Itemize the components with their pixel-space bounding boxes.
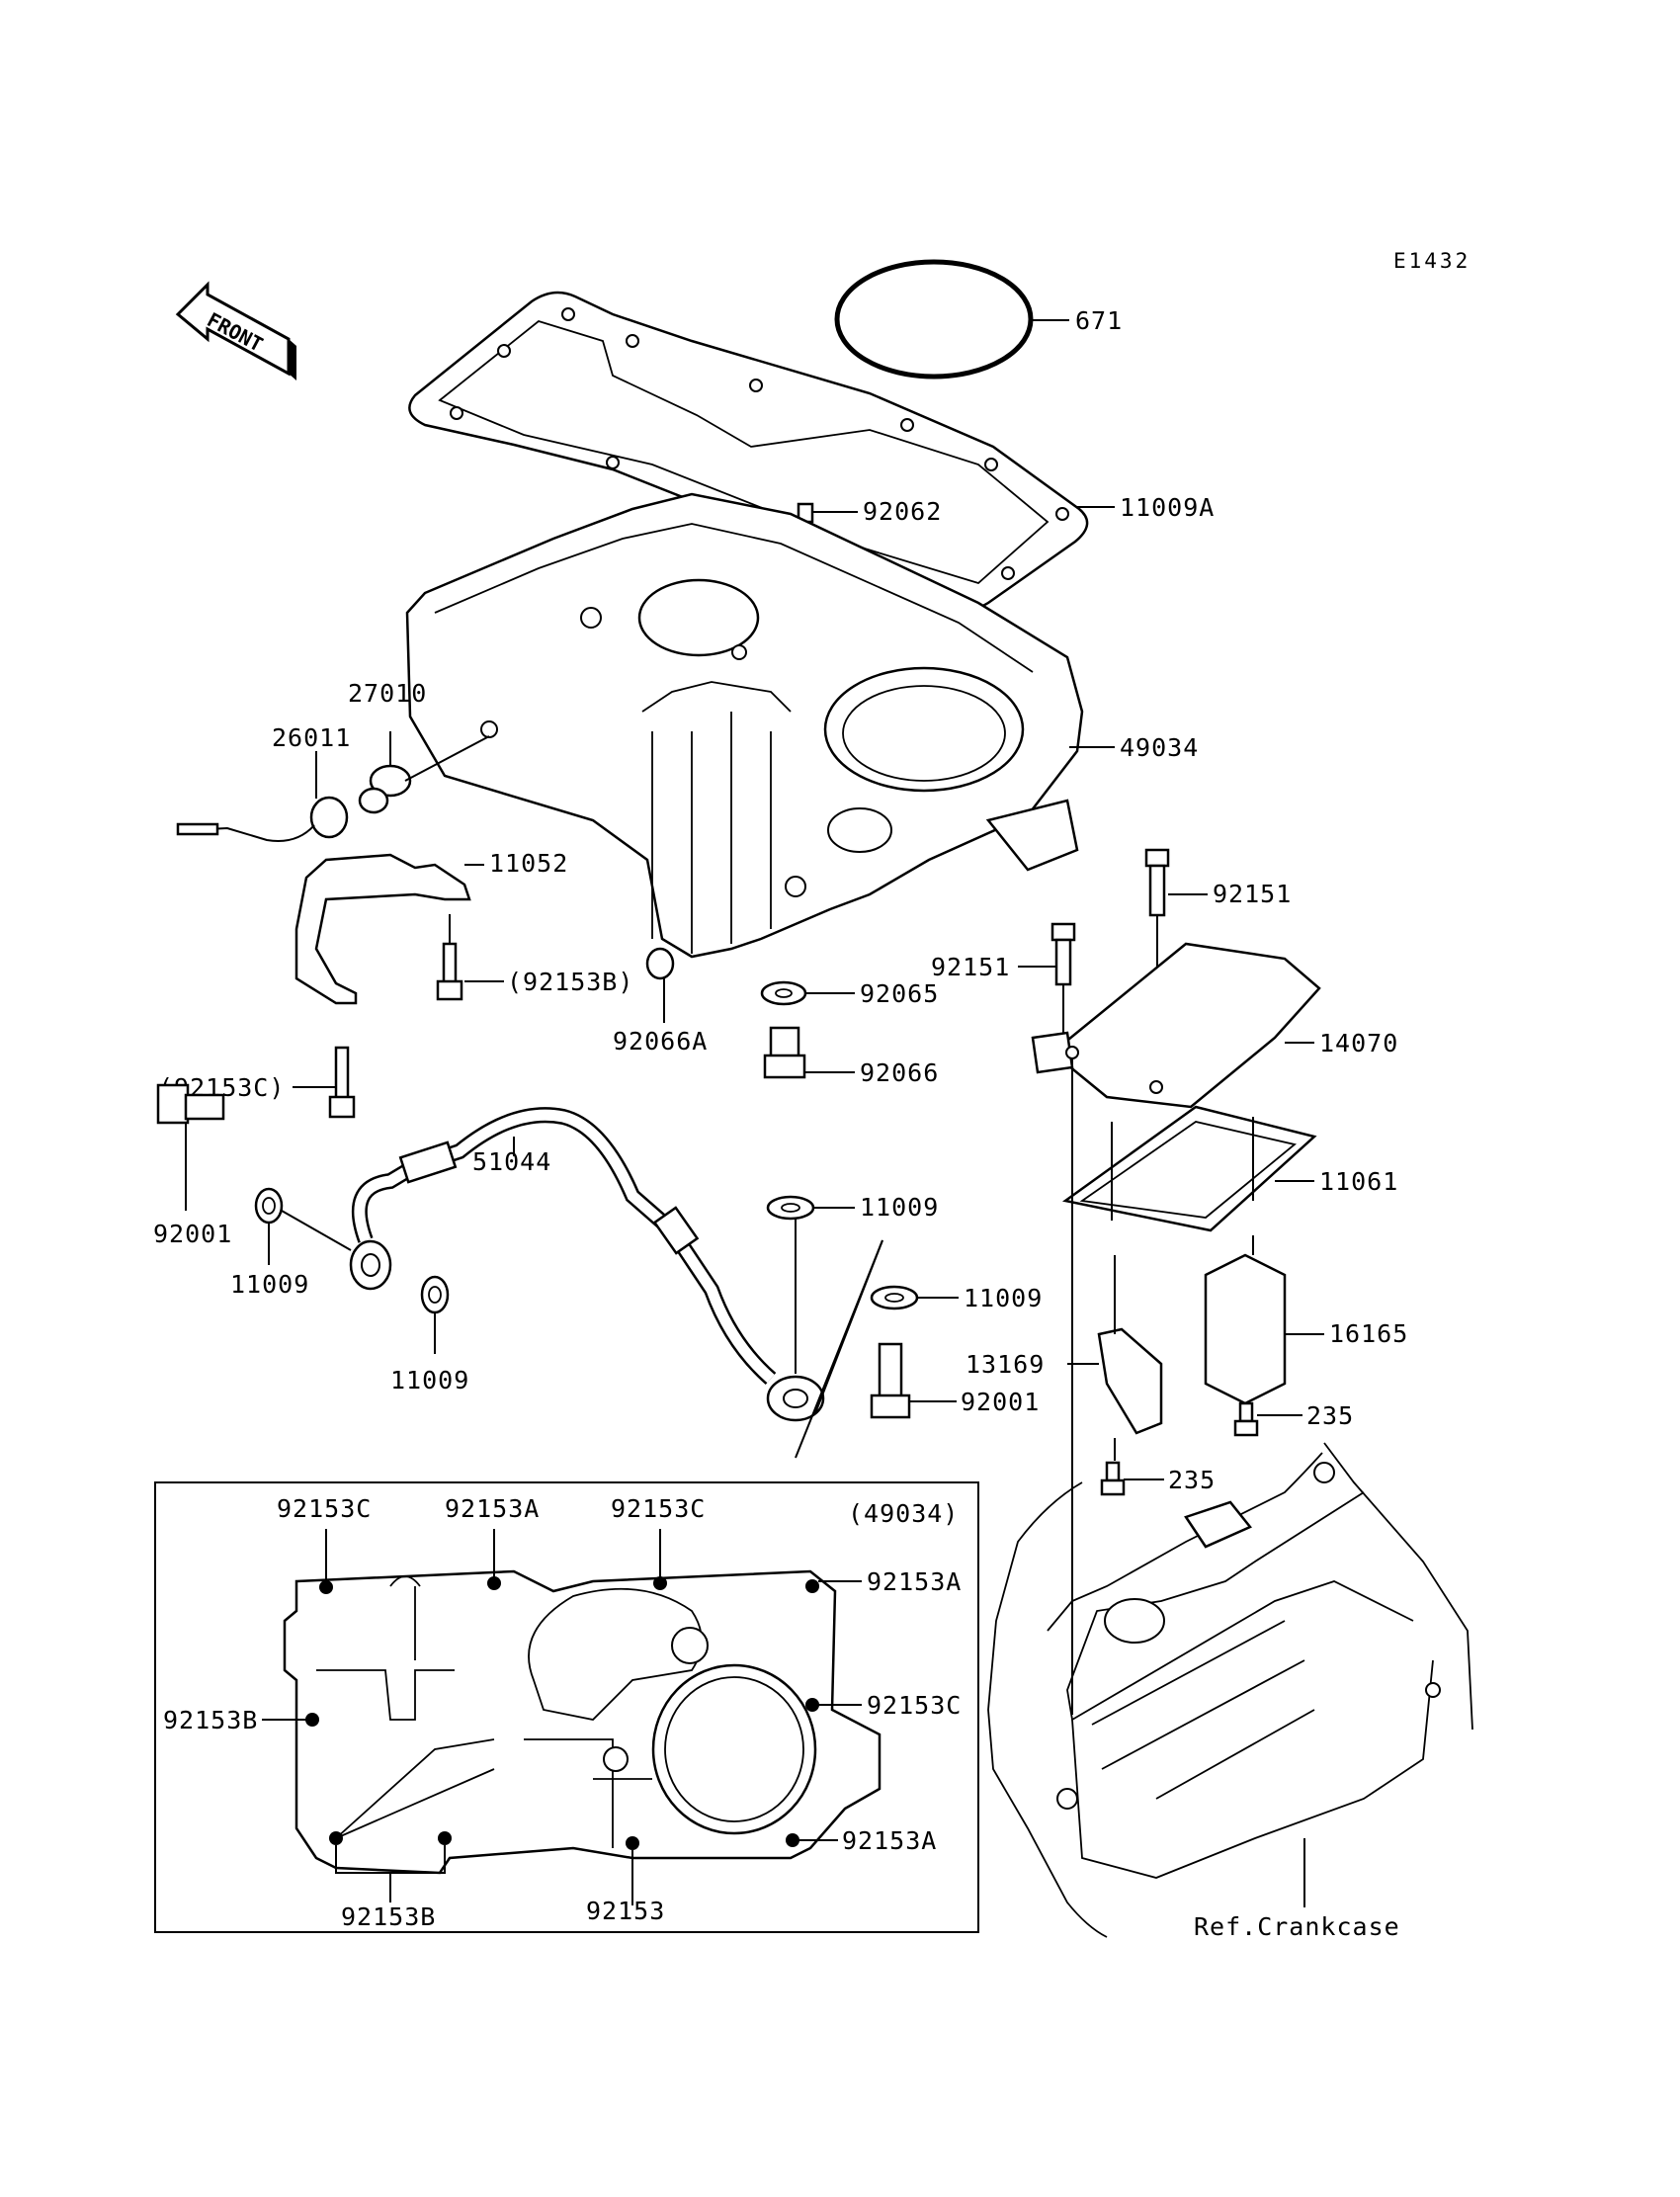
- label-49034: 49034: [1120, 733, 1199, 762]
- oil-pressure-switch-27010: [358, 731, 490, 814]
- oil-pan-49034: [405, 492, 1115, 959]
- cover-14070: [1031, 942, 1321, 1109]
- banjo-bolt-92001-right: [870, 1342, 957, 1419]
- washer-11009-d: [795, 1239, 959, 1459]
- label-671: 671: [1075, 306, 1123, 335]
- inset-title: (49034): [848, 1499, 959, 1528]
- bolt-92153B: [436, 914, 504, 1001]
- washer-11009-b: [420, 1275, 450, 1354]
- label-11009-c: 11009: [860, 1193, 939, 1222]
- washer-92065: [760, 980, 855, 1006]
- switch-lead-26011: [176, 751, 349, 842]
- plug-92066A: [645, 947, 675, 1023]
- label-11052: 11052: [489, 849, 568, 878]
- screw-235-b: [1100, 1461, 1164, 1496]
- label-13169: 13169: [966, 1350, 1045, 1379]
- label-92066: 92066: [860, 1058, 939, 1087]
- inset-label-92153A-2: 92153A: [867, 1567, 962, 1596]
- bolt-92151-mid: [1018, 922, 1076, 1048]
- inset-panel: (49034) 92153C 921: [154, 1481, 979, 1933]
- label-11061: 11061: [1319, 1167, 1398, 1196]
- label-11009-d: 11009: [964, 1284, 1043, 1312]
- label-92066A: 92066A: [613, 1027, 708, 1056]
- label-92001-right: 92001: [961, 1388, 1040, 1416]
- screw-235-a: [1233, 1401, 1302, 1437]
- label-26011: 26011: [272, 723, 351, 752]
- oil-pipe-51044: [349, 1107, 825, 1422]
- gasket-11061: [1061, 1105, 1317, 1232]
- label-235-b: 235: [1168, 1466, 1216, 1494]
- diagram-code: E1432: [1393, 249, 1470, 273]
- o-ring-671: [834, 259, 1069, 380]
- label-ref-crankcase: Ref.Crankcase: [1194, 1912, 1400, 1941]
- inset-label-92153B-1: 92153B: [163, 1706, 258, 1734]
- screen-16165: [1204, 1253, 1324, 1405]
- label-11009-b: 11009: [390, 1366, 469, 1394]
- inset-label-92153A-1: 92153A: [445, 1494, 540, 1523]
- bracket-11052: [294, 853, 484, 1005]
- assembly-lines: [1071, 1057, 1254, 1715]
- label-11009-a: 11009: [230, 1270, 309, 1299]
- label-51044: 51044: [472, 1147, 551, 1176]
- inset-label-92153A-3: 92153A: [842, 1826, 937, 1855]
- label-92065: 92065: [860, 979, 939, 1008]
- label-235-a: 235: [1306, 1401, 1354, 1430]
- label-27010: 27010: [348, 679, 427, 708]
- oil-pan-gasket: [408, 291, 1115, 610]
- label-92151-mid: 92151: [931, 953, 1010, 981]
- crankcase-reference: [987, 1442, 1473, 1938]
- label-16165: 16165: [1329, 1319, 1408, 1348]
- drain-plug-92066: [763, 1026, 855, 1079]
- bolt-92151-top: [1144, 848, 1208, 1087]
- bolt-92153C: [293, 1046, 356, 1119]
- washer-11009-c: [766, 1195, 855, 1374]
- label-92001-left: 92001: [153, 1220, 232, 1248]
- inset-label-92153C-3: 92153C: [867, 1691, 962, 1720]
- label-92062: 92062: [863, 497, 942, 526]
- bracket-13169: [1067, 1327, 1163, 1435]
- washer-11009-a: [254, 1187, 352, 1265]
- inset-label-92153C-2: 92153C: [611, 1494, 706, 1523]
- inset-label-92153C-1: 92153C: [277, 1494, 372, 1523]
- label-92151-top: 92151: [1213, 880, 1292, 908]
- label-11009A: 11009A: [1120, 493, 1215, 522]
- label-14070: 14070: [1319, 1029, 1398, 1057]
- label-92153B-paren: (92153B): [507, 968, 633, 996]
- inset-label-92153B-2: 92153B: [341, 1902, 436, 1931]
- banjo-bolt-92001-left: [156, 1083, 225, 1211]
- front-arrow-icon: FRONT: [175, 281, 296, 380]
- dowel-pin-92062: [797, 502, 858, 524]
- inset-label-92153: 92153: [586, 1897, 665, 1925]
